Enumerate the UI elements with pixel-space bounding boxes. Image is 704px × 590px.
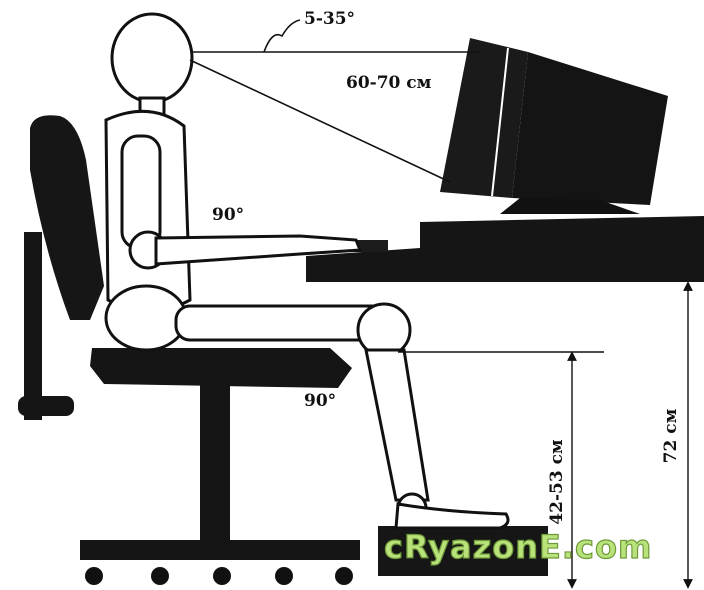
figure-thigh <box>176 306 386 340</box>
monitor-body <box>512 52 668 205</box>
chair-seat <box>90 348 352 388</box>
sight-lines <box>190 20 480 182</box>
desk <box>306 216 704 282</box>
chair-back-post <box>24 232 42 420</box>
caster-5 <box>335 567 353 585</box>
tilt-angle-label: 5-35° <box>304 9 355 29</box>
elbow-angle-label: 90° <box>212 205 244 225</box>
monitor <box>440 38 668 214</box>
chair-column <box>200 384 230 540</box>
caster-3 <box>213 567 231 585</box>
chair-lever <box>18 396 74 416</box>
knee-angle-label: 90° <box>304 391 336 411</box>
caster-2 <box>151 567 169 585</box>
figure-shin <box>366 350 428 500</box>
figure-foot <box>396 504 508 528</box>
figure-hip <box>106 286 186 350</box>
screen-distance-label: 60-70 см <box>346 73 432 93</box>
figure-head <box>112 14 192 102</box>
figure-upper-arm <box>122 136 160 248</box>
chair-base <box>80 540 360 560</box>
site-watermark: cRyazonE.com <box>384 528 652 566</box>
caster-1 <box>85 567 103 585</box>
office-chair <box>18 115 360 585</box>
caster-4 <box>275 567 293 585</box>
figure-knee <box>358 304 410 356</box>
tilt-leader-squiggle <box>264 20 300 52</box>
seat-height-label: 42-53 см <box>547 439 567 525</box>
desk-height-label: 72 см <box>661 408 681 463</box>
